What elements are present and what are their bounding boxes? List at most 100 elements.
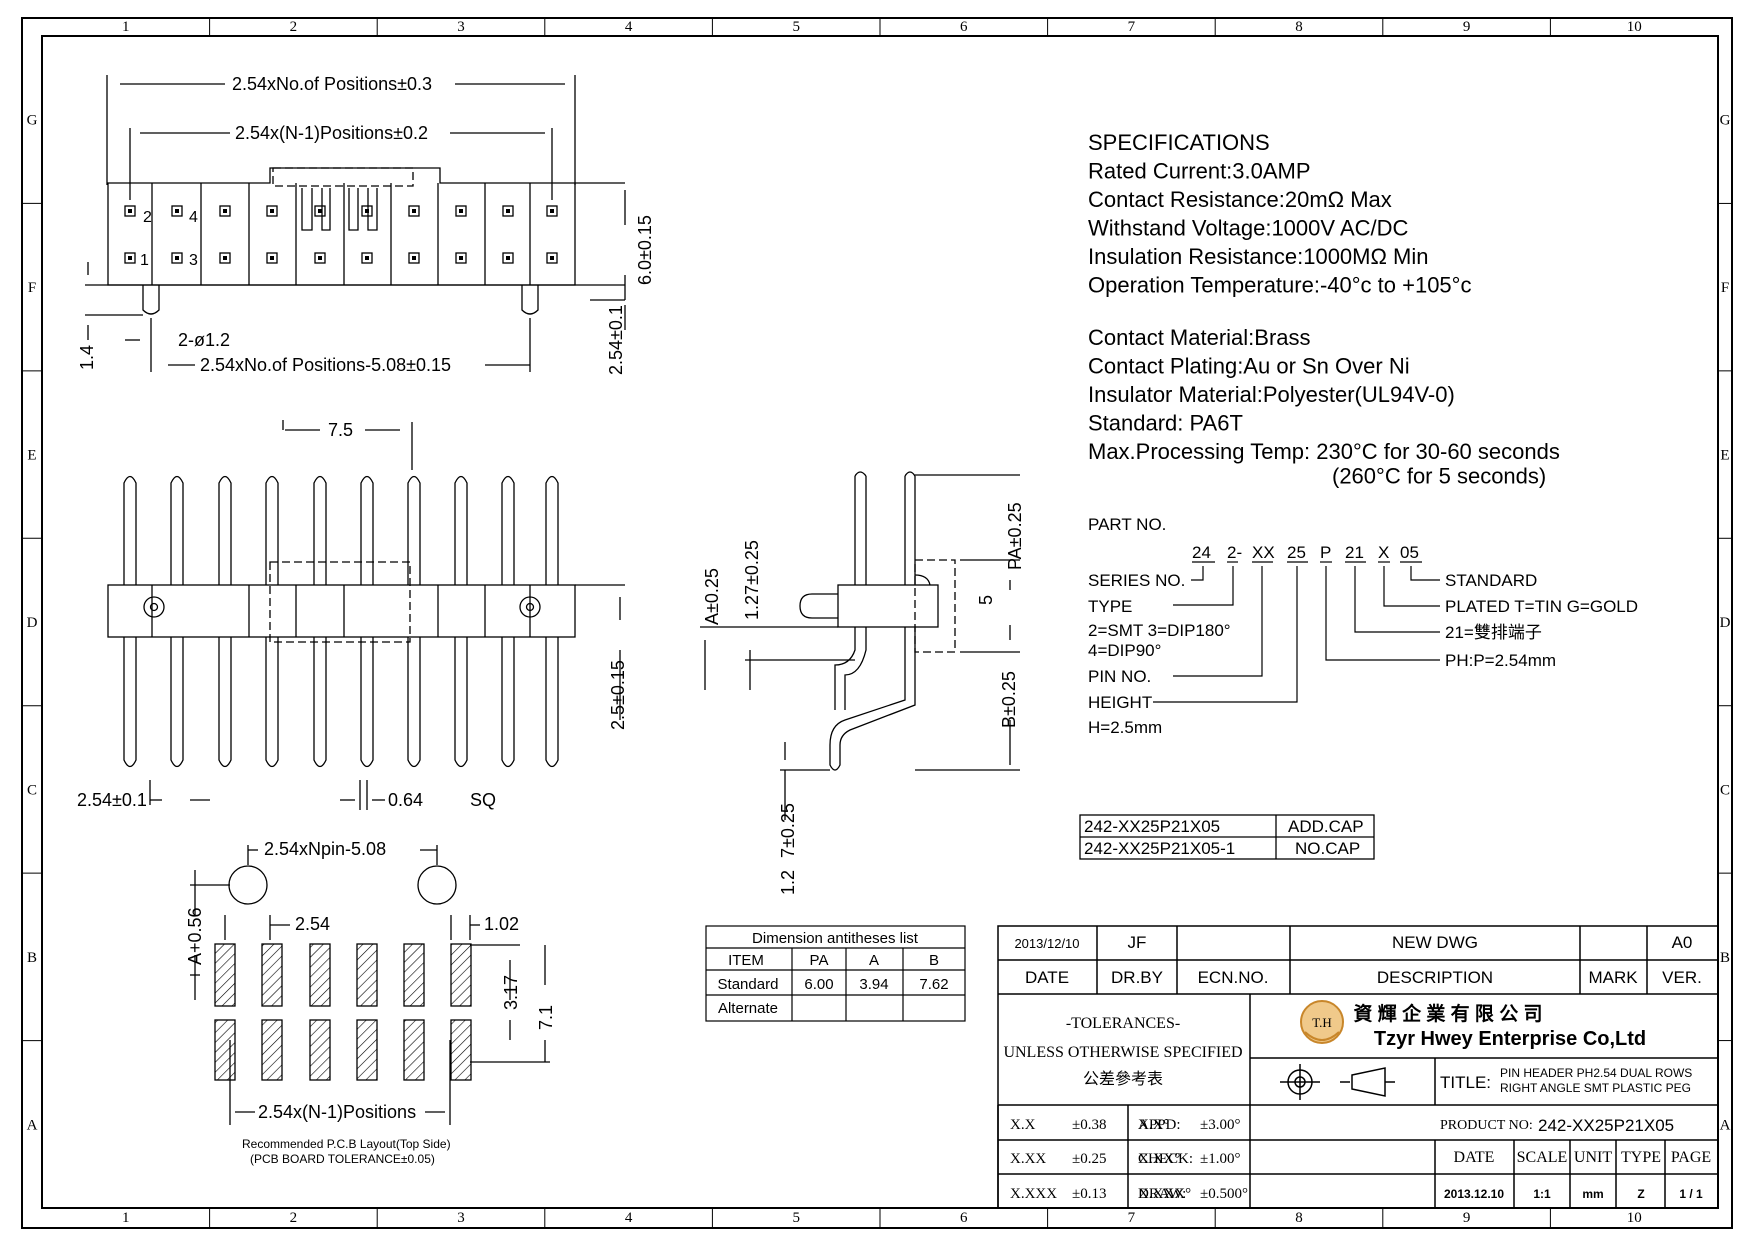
dim-table-cell: 7.62 [919,976,948,993]
pcb-pad [403,943,425,1007]
tolerance-table: X.X ±0.38 X.X° ±3.00° X.XX ±0.25 X.XX° ±… [1010,1117,1248,1202]
pin-square [361,252,373,264]
frame-row-label: A [1720,1117,1731,1133]
side-view [700,471,1020,820]
dim-table-cell: Standard [718,976,779,993]
draw-label: DRAW: [1138,1186,1186,1202]
code-21-label: 21=雙排端子 [1445,623,1542,642]
pcb-pad [214,943,236,1007]
frame-column-label: 4 [625,19,633,35]
header-pin-lower [545,637,559,768]
dim-table-header: ITEM [728,952,764,969]
tol-cell: ±0.38 [1072,1117,1106,1133]
footer-unit-value: mm [1582,1187,1603,1201]
footer-unit: UNIT [1574,1149,1612,1166]
part-seg-standard: 05 [1400,543,1419,562]
revision-version: A0 [1672,933,1693,952]
header-pin-lower [170,637,184,768]
frame-column-label: 8 [1295,19,1303,35]
top-view-pins [124,205,558,264]
spec-line: Standard: PA6T [1088,411,1243,436]
dimension-table-title: Dimension antitheses list [752,930,919,947]
height-label: HEIGHT [1088,693,1152,712]
frame-column-label: 9 [1463,19,1471,35]
dim-3-17: 3.17 [501,975,521,1010]
part-seg-pins: XX [1252,543,1275,562]
header-pin-upper [265,475,279,585]
spec-line: Insulator Material:Polyester(UL94V-0) [1088,382,1455,407]
frame-row-label: G [27,113,38,129]
standard-label: STANDARD [1445,571,1537,590]
pin-label-2: 2 [143,209,152,226]
frame-column-label: 1 [122,1210,130,1226]
footer-date: DATE [1454,1149,1495,1166]
pin-square [314,205,326,217]
pcb-pad [356,1019,378,1081]
pin-square-center [412,209,416,213]
tolerance-cn: 公差參考表 [1083,1070,1163,1088]
dimension-table [705,925,966,1022]
header-pin-upper [313,475,327,585]
frame-column-label: 2 [290,19,298,35]
dim-pa: PA±0.25 [1005,502,1025,570]
frame-column-label: 4 [625,1210,633,1226]
pin-square-center [506,209,510,213]
front-view-pins [123,475,559,768]
part-no-label: PART NO. [1088,515,1166,534]
pcb-pad [214,1019,236,1081]
footer-page-value: 1 / 1 [1679,1187,1703,1201]
dimension-table-text: Dimension antitheses list ITEM PA A B St… [718,930,949,1017]
revision-description: NEW DWG [1392,933,1478,952]
frame-column-label: 10 [1627,1210,1642,1226]
header-description: DESCRIPTION [1377,968,1493,987]
pcb-layout [190,845,550,1125]
part-seg-pitch: P [1320,543,1331,562]
pin-square-center [550,256,554,260]
pin-square [502,205,514,217]
dim-7: 7±0.25 [778,803,798,858]
pcb-pad [450,1019,472,1081]
pin-square [124,252,136,264]
pin-square-center [412,256,416,260]
header-drawn-by: DR.BY [1111,968,1163,987]
dim-front-pitch: 2.54±0.1 [77,790,147,810]
pin-square [266,252,278,264]
pcb-pad [356,943,378,1007]
dim-table-cell: 3.94 [859,976,888,993]
frame-row-label: G [1720,113,1731,129]
header-date: DATE [1025,968,1069,987]
frame-column-label: 7 [1128,1210,1136,1226]
frame-column-label: 5 [792,1210,800,1226]
pcb-layout-labels: 2.54xNpin-5.08 2.54 1.02 A+0.56 3.17 7.1… [185,839,556,1166]
variant-table-text: 242-XX25P21X05 ADD.CAP 242-XX25P21X05-1 … [1084,817,1364,858]
dim-5: 5 [976,595,996,605]
frame-row-label: B [1720,950,1730,966]
pcb-tolerance: (PCB BOARD TOLERANCE±0.05) [250,1152,435,1166]
pin-square [408,205,420,217]
dim-table-header: PA [810,952,829,969]
frame-column-label: 9 [1463,1210,1471,1226]
title-block-text: 2013/12/10 JF NEW DWG A0 DATE DR.BY ECN.… [1003,933,1701,1088]
pin-square [408,252,420,264]
dim-total-positions: 2.54xNo.of Positions±0.3 [232,74,432,94]
dim-a: A±0.25 [702,568,722,625]
tol-cell: ±3.00° [1200,1117,1240,1133]
header-mark: MARK [1588,968,1638,987]
pin-square-center [270,256,274,260]
footer-scale-value: 1:1 [1533,1187,1551,1201]
dim-2-5: 2.5±0.15 [608,660,628,730]
frame-column-label: 10 [1627,19,1642,35]
title-block-fields: TITLE: PIN HEADER PH2.54 DUAL ROWS RIGHT… [1138,1066,1692,1202]
pcb-pads [214,943,472,1081]
spec-line: Insulation Resistance:1000MΩ Min [1088,244,1429,269]
frame-row-label: E [27,448,36,464]
logo-text: T.H [1312,1015,1332,1030]
variant-cap: NO.CAP [1295,839,1360,858]
frame-row-label: C [27,782,37,798]
pcb-pad [403,1019,425,1081]
pin-square-center [128,256,132,260]
pin-no-label: PIN NO. [1088,667,1151,686]
header-pin-upper [501,475,515,585]
